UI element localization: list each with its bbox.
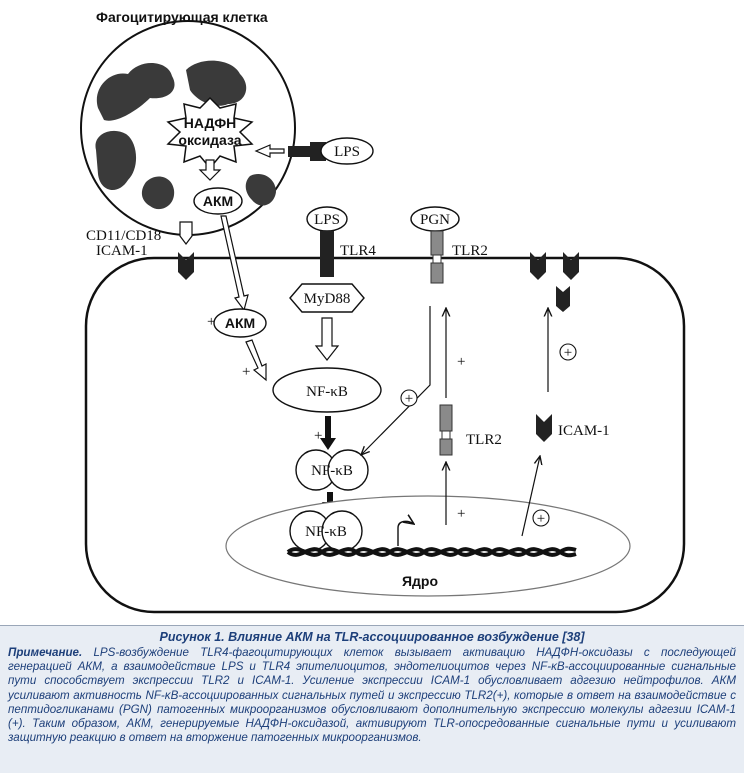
nfkb-node-1 xyxy=(272,367,382,413)
nfkb-dimer-right xyxy=(327,449,369,491)
phagocyte-title: Фагоцитирующая клетка xyxy=(96,9,268,25)
nadph-label-2: оксидаза xyxy=(178,132,241,148)
hollow-arrow-left xyxy=(254,144,285,158)
tlr2-membrane-label: TLR2 xyxy=(452,243,488,259)
nucleus-lobe xyxy=(186,60,247,106)
cd11-label: CD11/CD18 xyxy=(86,228,161,244)
icam-receptor xyxy=(178,252,194,280)
caption-note: Примечание. LPS-возбуждение TLR4-фагоцит… xyxy=(8,646,736,745)
nucleus-lobe xyxy=(96,62,175,121)
caption-note-label: Примечание. xyxy=(8,646,83,659)
myd88-hollow-arrow xyxy=(314,317,340,361)
tlr4-label: TLR4 xyxy=(340,243,376,259)
plus-akm: + xyxy=(207,314,215,330)
nfkb-label-1: NF-κB xyxy=(306,384,348,400)
akm-phagocyte-label: АКМ xyxy=(203,193,233,209)
plus-circle-right-top-text: + xyxy=(564,345,572,361)
nadph-label-1: НАДФН xyxy=(184,115,237,131)
tlr2-cytoplasm-receptor xyxy=(439,404,453,456)
icam-membrane-label: ICAM-1 xyxy=(96,243,148,259)
plus-circle-right-top xyxy=(559,343,577,361)
plus-nfkb: + xyxy=(314,428,322,444)
cd11-receptor xyxy=(179,221,193,245)
nucleus-label: Ядро xyxy=(402,573,438,589)
akm-to-nfkb-arrow xyxy=(245,339,267,382)
hollow-arrow-down xyxy=(198,159,222,181)
tlr2-to-nfkb-line xyxy=(361,306,431,455)
black-arrow-1 xyxy=(320,416,336,450)
figure-diagram: НАДФН оксидаза Фагоцитирующая клетка LPS… xyxy=(0,0,744,626)
nucleus-lobe xyxy=(141,176,175,210)
icam-cytoplasm-receptor xyxy=(536,414,552,442)
nfkb-label-2: NF-κB xyxy=(311,463,353,479)
icam-cytoplasm-label: ICAM-1 xyxy=(558,423,610,439)
akm-phagocyte-node xyxy=(193,187,243,215)
caption-title: Рисунок 1. Влияние АКМ на TLR-ассоцииров… xyxy=(159,630,585,644)
nfkb-label-3: NF-κB xyxy=(305,524,347,540)
caption-note-text: LPS-возбуждение TLR4-фагоцитирующих клет… xyxy=(8,646,736,745)
icam-from-nucleus-arrow xyxy=(521,456,540,537)
icam-inserting-receptor xyxy=(556,286,570,312)
icam-membrane-receptor-2 xyxy=(563,252,579,280)
lps-phagocyte-label: LPS xyxy=(334,144,360,160)
plus-tlr2-up: + xyxy=(457,354,465,370)
akm-cell-label: АКМ xyxy=(225,315,255,331)
nucleus-lobe xyxy=(95,130,137,191)
plus-circle-right-bottom-text: + xyxy=(537,511,545,527)
plus-circle-left xyxy=(400,389,418,407)
lps-receptor-label: LPS xyxy=(314,212,340,228)
myd88-label: MyD88 xyxy=(304,291,351,307)
icam-membrane-receptor-1 xyxy=(530,252,546,280)
plus-circle-left-text: + xyxy=(405,391,413,407)
plus-akm-arrow: + xyxy=(242,364,250,380)
myd88-hexagon xyxy=(289,283,365,313)
lps-phagocyte-receptor: LPS xyxy=(288,137,374,165)
transcription-arrow xyxy=(397,521,414,546)
nucleus-lobe xyxy=(245,173,276,206)
akm-hollow-arrow xyxy=(220,215,249,312)
pgn-label: PGN xyxy=(420,212,450,228)
akm-cell-node xyxy=(213,308,267,338)
dna-helix xyxy=(286,546,577,558)
tlr4-receptor xyxy=(320,231,334,277)
plus-tlr2-lower: + xyxy=(457,506,465,522)
tlr2-cytoplasm-label: TLR2 xyxy=(466,432,502,448)
tlr2-membrane-receptor xyxy=(430,230,444,284)
figure-caption: Рисунок 1. Влияние АКМ на TLR-ассоцииров… xyxy=(0,628,744,745)
plus-circle-right-bottom xyxy=(532,509,550,527)
